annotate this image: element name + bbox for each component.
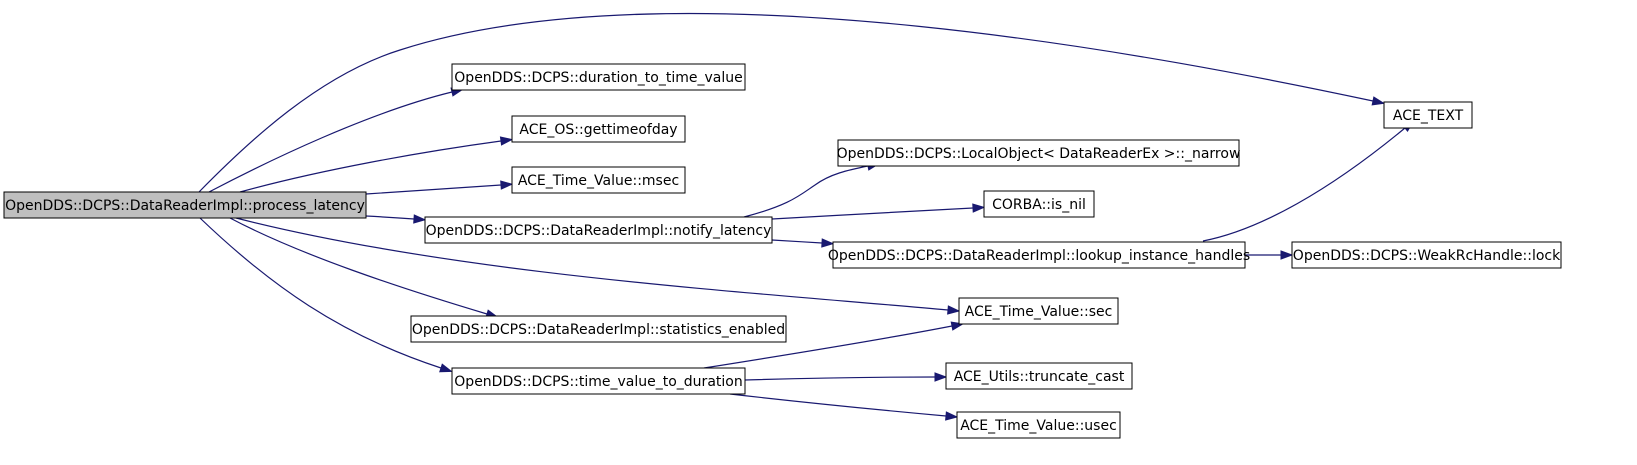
node-layer: OpenDDS::DCPS::DataReaderImpl::process_l… (3, 63, 1562, 439)
node-narrow[interactable]: OpenDDS::DCPS::LocalObject< DataReaderEx… (837, 139, 1241, 167)
edge-arrowhead (945, 411, 959, 421)
node-label: OpenDDS::DCPS::DataReaderImpl::lookup_in… (828, 248, 1250, 264)
node-gettimeofday[interactable]: ACE_OS::gettimeofday (511, 115, 686, 143)
node-box[interactable] (451, 63, 746, 91)
node-box[interactable] (832, 241, 1246, 269)
edge-line (199, 217, 442, 369)
edge-line (703, 325, 953, 369)
node-time-value-to-duration[interactable]: OpenDDS::DCPS::time_value_to_duration (451, 367, 746, 395)
node-lookup-instance-handles[interactable]: OpenDDS::DCPS::DataReaderImpl::lookup_in… (828, 241, 1250, 269)
edge-line (239, 140, 502, 193)
edge-layer (198, 13, 1415, 421)
edge-line (729, 393, 947, 417)
node-label: OpenDDS::DCPS::time_value_to_duration (454, 374, 742, 390)
edge-line (229, 217, 488, 315)
edge-arrowhead (439, 363, 453, 373)
edge-time_value_to_duration-to-usec (729, 393, 959, 421)
edge-process_latency-to-sec (235, 217, 961, 315)
node-lock[interactable]: OpenDDS::DCPS::WeakRcHandle::lock (1291, 241, 1562, 269)
node-box[interactable] (1383, 101, 1473, 129)
edge-arrowhead (500, 180, 514, 190)
edge-line (743, 165, 869, 218)
edge-arrowhead (413, 214, 427, 224)
edge-line (1202, 127, 1406, 242)
edge-time_value_to_duration-to-truncate_cast (744, 372, 948, 382)
edge-arrowhead (972, 203, 986, 213)
edge-process_latency-to-msec (365, 180, 514, 195)
edge-line (208, 91, 453, 193)
node-box[interactable] (511, 115, 686, 143)
node-label: OpenDDS::DCPS::duration_to_time_value (454, 70, 742, 86)
node-statistics-enabled[interactable]: OpenDDS::DCPS::DataReaderImpl::statistic… (410, 315, 787, 343)
edge-line (771, 207, 974, 220)
edge-line (365, 184, 502, 195)
edge-process_latency-to-time_value_to_duration (199, 217, 453, 373)
edge-arrowhead (821, 238, 835, 248)
node-box[interactable] (424, 216, 773, 244)
node-box[interactable] (1291, 241, 1562, 269)
node-duration-to-time-value[interactable]: OpenDDS::DCPS::duration_to_time_value (451, 63, 746, 91)
edge-notify_latency-to-is_nil (771, 203, 986, 220)
node-box[interactable] (511, 166, 686, 194)
edge-arrowhead (1280, 250, 1294, 260)
edge-line (235, 217, 949, 311)
node-box[interactable] (958, 297, 1119, 325)
node-label: OpenDDS::DCPS::LocalObject< DataReaderEx… (837, 146, 1241, 162)
node-label: OpenDDS::DCPS::DataReaderImpl::notify_la… (426, 223, 772, 239)
node-is-nil[interactable]: CORBA::is_nil (983, 190, 1095, 218)
node-truncate-cast[interactable]: ACE_Utils::truncate_cast (945, 362, 1133, 390)
node-box[interactable] (837, 139, 1240, 167)
edge-notify_latency-to-narrow (743, 161, 881, 218)
node-msec[interactable]: ACE_Time_Value::msec (511, 166, 686, 194)
node-box[interactable] (451, 367, 746, 395)
edge-process_latency-to-ace_text (198, 13, 1386, 193)
edge-line (198, 13, 1374, 193)
node-label: OpenDDS::DCPS::DataReaderImpl::statistic… (412, 322, 785, 338)
edge-line (771, 239, 823, 244)
node-process-latency[interactable]: OpenDDS::DCPS::DataReaderImpl::process_l… (3, 191, 367, 219)
node-sec[interactable]: ACE_Time_Value::sec (958, 297, 1119, 325)
node-notify-latency[interactable]: OpenDDS::DCPS::DataReaderImpl::notify_la… (424, 216, 773, 244)
edge-arrowhead (499, 136, 514, 146)
node-ace-text[interactable]: ACE_TEXT (1383, 101, 1473, 129)
node-label: ACE_Time_Value::usec (960, 418, 1117, 434)
edge-process_latency-to-notify_latency (365, 214, 427, 224)
edge-arrowhead (947, 305, 961, 315)
edge-lookup_instance_handles-to-ace_text (1202, 120, 1415, 242)
node-box[interactable] (3, 191, 367, 219)
node-label: ACE_TEXT (1393, 108, 1464, 124)
edge-process_latency-to-duration_to_time_value (208, 87, 465, 193)
node-usec[interactable]: ACE_Time_Value::usec (956, 411, 1121, 439)
node-label: ACE_Utils::truncate_cast (954, 369, 1125, 385)
node-box[interactable] (945, 362, 1133, 390)
edge-notify_latency-to-lookup_instance_handles (771, 238, 835, 248)
node-box[interactable] (410, 315, 787, 343)
node-label: ACE_OS::gettimeofday (519, 122, 677, 138)
edge-arrowhead (1371, 96, 1386, 106)
node-label: ACE_Time_Value::msec (518, 173, 679, 189)
edge-lookup_instance_handles-to-lock (1245, 250, 1294, 260)
node-label: ACE_Time_Value::sec (965, 304, 1113, 320)
node-label: CORBA::is_nil (992, 197, 1086, 213)
edge-line (744, 376, 936, 381)
node-box[interactable] (983, 190, 1095, 218)
edge-arrowhead (934, 372, 948, 382)
edge-process_latency-to-gettimeofday (239, 136, 514, 193)
node-label: OpenDDS::DCPS::WeakRcHandle::lock (1293, 248, 1561, 264)
node-label: OpenDDS::DCPS::DataReaderImpl::process_l… (5, 198, 365, 214)
node-box[interactable] (956, 411, 1121, 439)
edge-line (365, 215, 415, 220)
